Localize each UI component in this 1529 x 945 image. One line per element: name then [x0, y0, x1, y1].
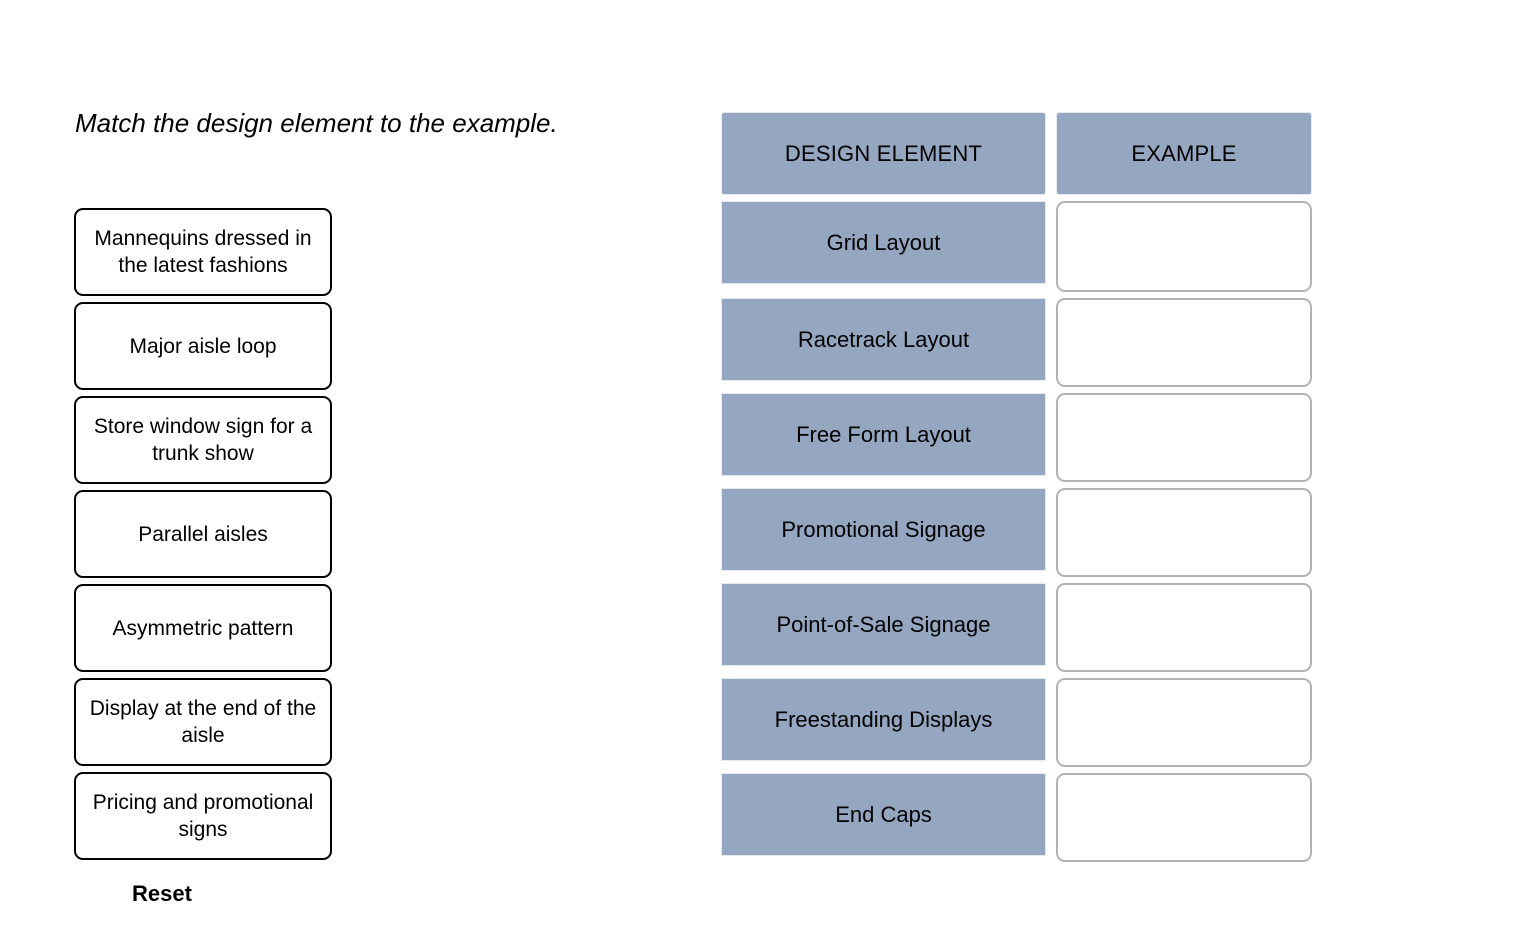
matching-table: DESIGN ELEMENT EXAMPLE Grid Layout Racet… [721, 112, 1312, 868]
drag-item-label: Major aisle loop [129, 334, 277, 358]
drop-zone-end-caps[interactable] [1056, 773, 1312, 862]
table-row: Racetrack Layout [721, 298, 1312, 387]
drag-item-label: Parallel aisles [138, 522, 268, 546]
drag-item[interactable]: Store window sign for a trunk show [74, 396, 332, 484]
column-header-example: EXAMPLE [1056, 112, 1312, 195]
drag-item[interactable]: Pricing and promotional signs [74, 772, 332, 860]
drag-item-label: Store window sign for a trunk show [93, 415, 313, 465]
row-label-end-caps: End Caps [721, 773, 1046, 856]
row-label-freestanding-displays: Freestanding Displays [721, 678, 1046, 761]
table-header-row: DESIGN ELEMENT EXAMPLE [721, 112, 1312, 195]
drag-item-label: Mannequins dressed in the latest fashion… [94, 227, 312, 277]
drag-item-label: Pricing and promotional signs [92, 791, 314, 841]
table-row: End Caps [721, 773, 1312, 862]
column-header-design-element: DESIGN ELEMENT [721, 112, 1046, 195]
drop-zone-free-form-layout[interactable] [1056, 393, 1312, 482]
drag-item-label: Asymmetric pattern [112, 616, 294, 640]
drag-item[interactable]: Mannequins dressed in the latest fashion… [74, 208, 332, 296]
drag-item-bank: Mannequins dressed in the latest fashion… [74, 208, 332, 866]
reset-button[interactable]: Reset [132, 879, 192, 909]
drop-zone-promotional-signage[interactable] [1056, 488, 1312, 577]
row-label-grid-layout: Grid Layout [721, 201, 1046, 284]
drag-item[interactable]: Parallel aisles [74, 490, 332, 578]
drag-item-label: Display at the end of the aisle [89, 697, 317, 747]
row-label-promotional-signage: Promotional Signage [721, 488, 1046, 571]
drop-zone-grid-layout[interactable] [1056, 201, 1312, 292]
drop-zone-point-of-sale-signage[interactable] [1056, 583, 1312, 672]
page-title: Match the design element to the example. [75, 108, 558, 138]
row-label-free-form-layout: Free Form Layout [721, 393, 1046, 476]
table-row: Point-of-Sale Signage [721, 583, 1312, 672]
row-label-point-of-sale-signage: Point-of-Sale Signage [721, 583, 1046, 666]
drop-zone-racetrack-layout[interactable] [1056, 298, 1312, 387]
table-row: Free Form Layout [721, 393, 1312, 482]
drag-item[interactable]: Display at the end of the aisle [74, 678, 332, 766]
table-row: Freestanding Displays [721, 678, 1312, 767]
drag-item[interactable]: Asymmetric pattern [74, 584, 332, 672]
row-label-racetrack-layout: Racetrack Layout [721, 298, 1046, 381]
table-row: Grid Layout [721, 201, 1312, 292]
drag-item[interactable]: Major aisle loop [74, 302, 332, 390]
drop-zone-freestanding-displays[interactable] [1056, 678, 1312, 767]
table-row: Promotional Signage [721, 488, 1312, 577]
